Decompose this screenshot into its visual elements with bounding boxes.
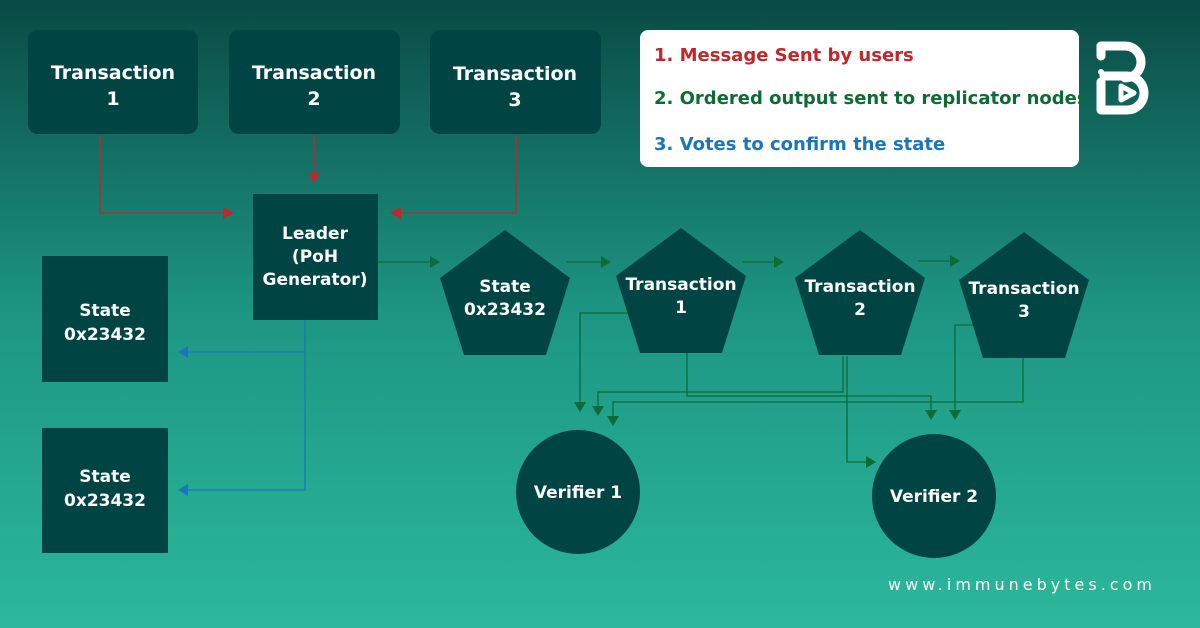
label: Transaction [252, 62, 376, 84]
transaction-box-2: Transaction 2 [229, 30, 400, 134]
label: 0x23432 [464, 300, 546, 320]
label: Generator) [263, 270, 368, 290]
website-url: www.immunebytes.com [888, 575, 1156, 594]
label: Verifier 1 [534, 483, 622, 503]
label: Transaction [51, 62, 175, 84]
label: State [79, 301, 131, 321]
label: 3 [508, 89, 521, 111]
legend-item: 3. Votes to confirm the state [654, 134, 945, 155]
legend-item: 2. Ordered output sent to replicator nod… [654, 88, 1088, 109]
immunebytes-logo-icon [1096, 41, 1149, 115]
label: (PoH [292, 247, 338, 267]
label: 1 [675, 298, 687, 318]
label: Leader [282, 224, 349, 244]
label: 0x23432 [64, 491, 146, 511]
label: State [479, 277, 531, 297]
label: Transaction [625, 275, 736, 295]
green-output-arrows [378, 255, 1024, 468]
transaction-pentagon-3: Transaction 3 [959, 232, 1089, 358]
verifier-2: Verifier 2 [872, 434, 996, 558]
state-box-2: State 0x23432 [42, 428, 168, 553]
label: Transaction [804, 277, 915, 297]
label: 2 [854, 300, 866, 320]
label: State [79, 467, 131, 487]
transaction-box-1: Transaction 1 [28, 30, 198, 134]
transaction-pentagon-1: Transaction 1 [616, 228, 746, 353]
red-message-arrows [99, 135, 517, 219]
label: 3 [1018, 302, 1030, 322]
legend: 1. Message Sent by users 2. Ordered outp… [640, 30, 1088, 167]
transaction-pentagon-2: Transaction 2 [795, 230, 925, 355]
state-pentagon: State 0x23432 [440, 230, 570, 355]
label: 2 [307, 88, 320, 110]
label: 1 [106, 88, 119, 110]
label: Verifier 2 [890, 487, 978, 507]
transaction-box-3: Transaction 3 [430, 30, 601, 134]
label: Transaction [968, 279, 1079, 299]
label: 0x23432 [64, 325, 146, 345]
leader-node: Leader (PoH Generator) [253, 194, 378, 320]
label: Transaction [453, 63, 577, 85]
state-box-1: State 0x23432 [42, 256, 168, 382]
legend-item: 1. Message Sent by users [654, 45, 914, 66]
blue-vote-arrows [178, 320, 306, 496]
verifier-1: Verifier 1 [516, 430, 640, 554]
